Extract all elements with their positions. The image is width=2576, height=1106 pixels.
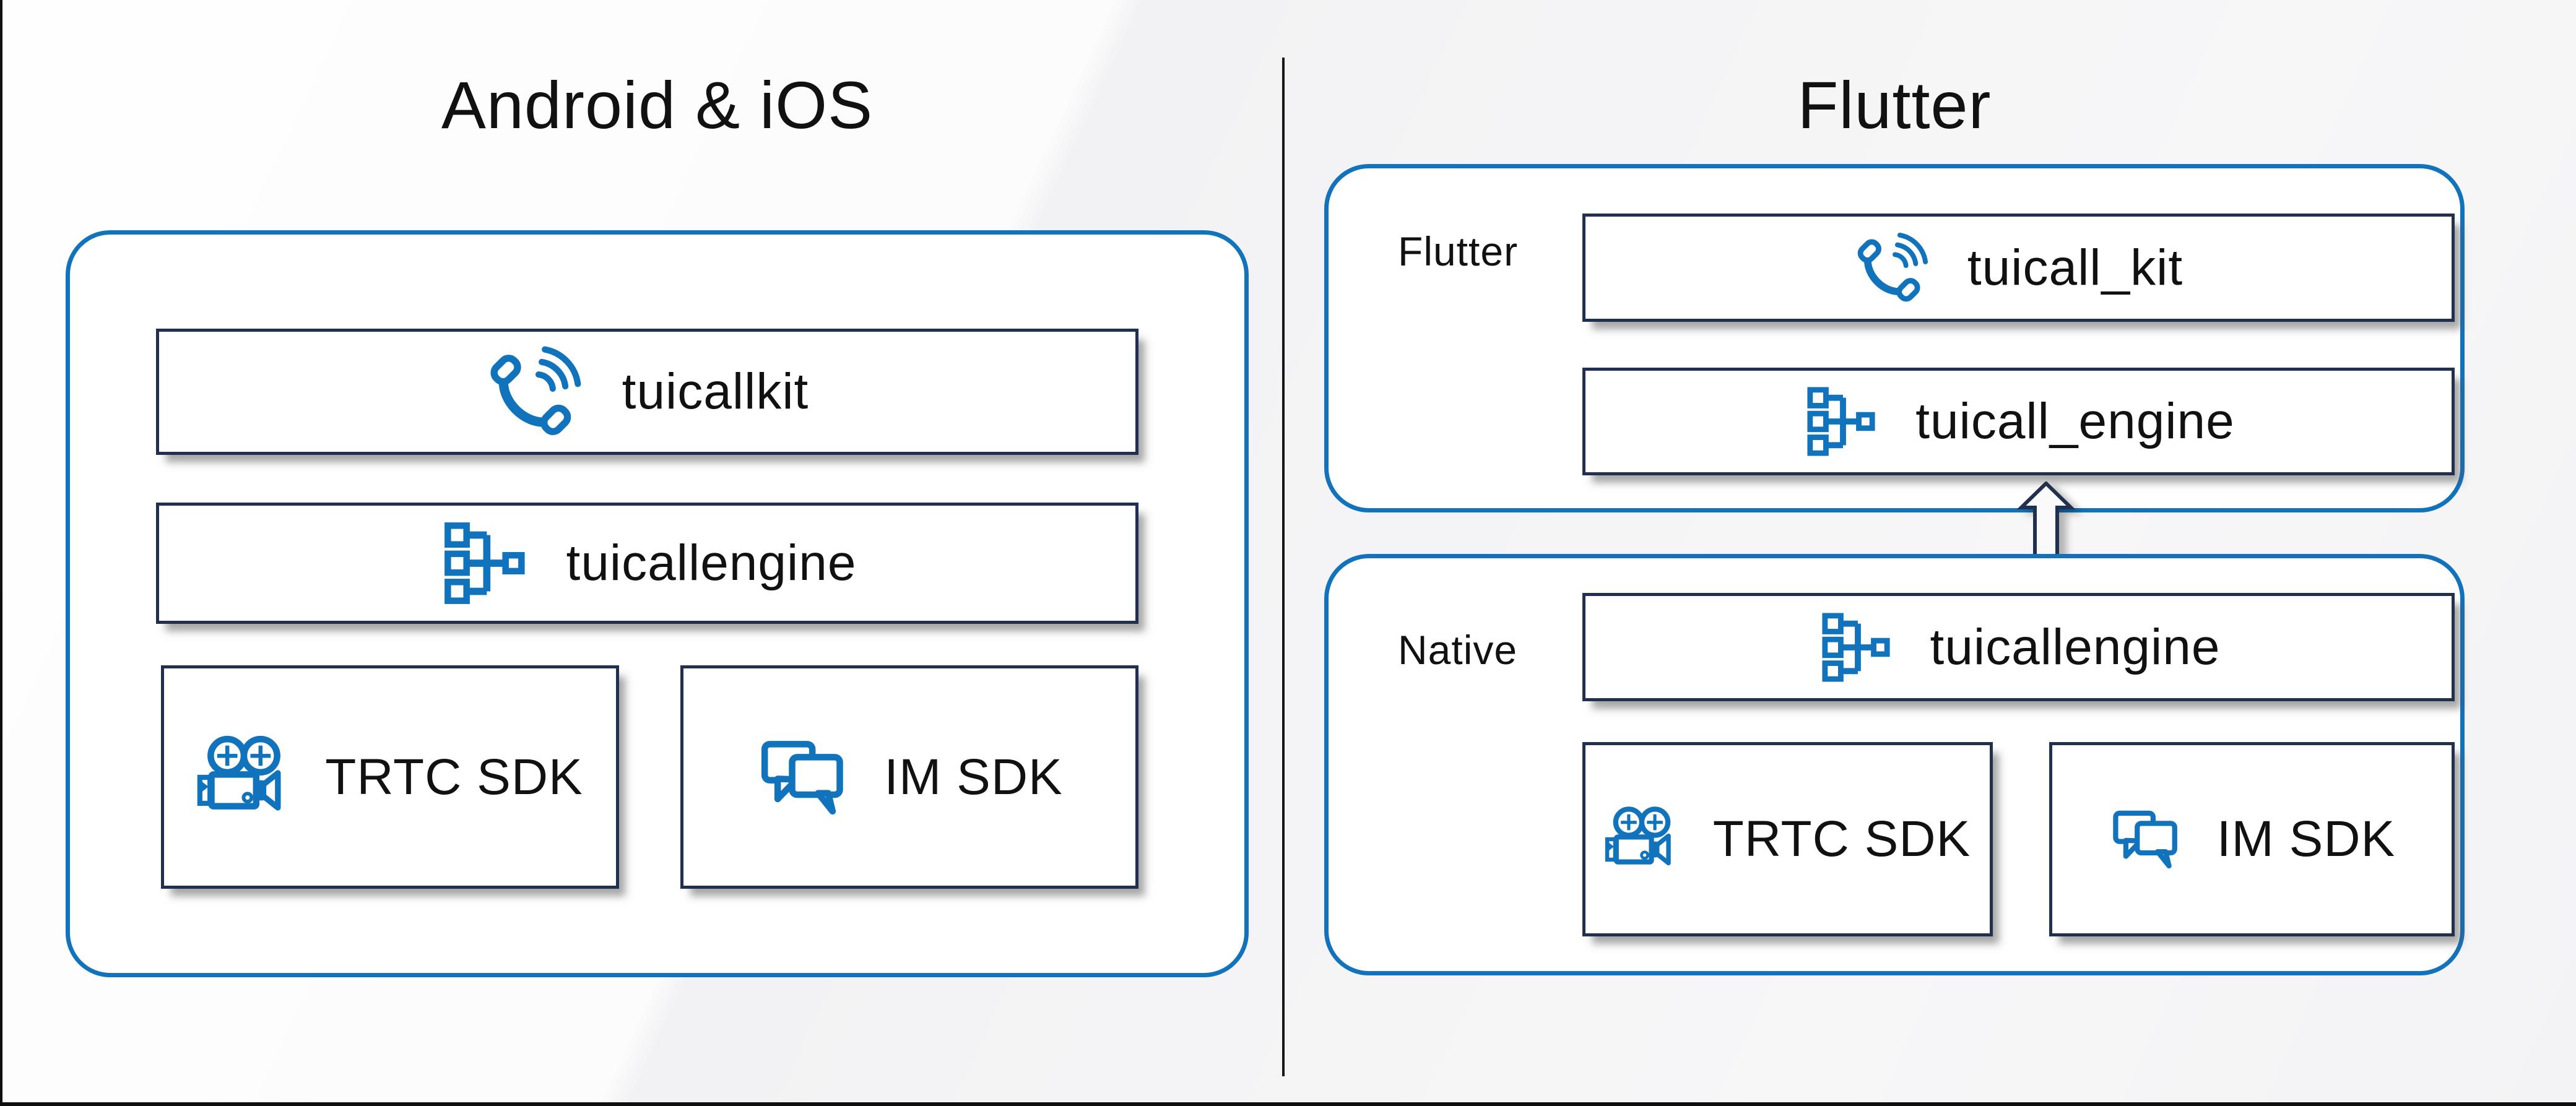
im-sdk-native-box: IM SDK <box>2049 742 2455 936</box>
image-frame-bottom-edge <box>0 1102 2576 1106</box>
module-tree-icon <box>438 520 532 607</box>
tuicallengine-box: tuicallengine <box>156 503 1138 624</box>
tuicallengine-native-box: tuicallengine <box>1582 593 2455 701</box>
module-tree-icon <box>1802 385 1881 458</box>
video-camera-icon <box>197 734 291 821</box>
box-label: tuicallkit <box>622 363 809 420</box>
image-frame-left-edge <box>0 0 2 1106</box>
box-label: tuicallengine <box>566 535 857 591</box>
box-label: TRTC SDK <box>1712 811 1971 867</box>
left-section-title: Android & iOS <box>441 67 874 142</box>
box-label: tuicall_kit <box>1967 239 2184 296</box>
box-label: IM SDK <box>2216 811 2396 867</box>
box-label: TRTC SDK <box>325 748 583 805</box>
box-label: IM SDK <box>884 748 1063 805</box>
chat-bubbles-icon <box>2109 805 2183 873</box>
chat-bubbles-icon <box>756 734 850 821</box>
trtc-sdk-box: TRTC SDK <box>161 665 619 889</box>
video-camera-icon <box>1605 805 1679 873</box>
module-tree-icon <box>1817 611 1896 684</box>
box-label: tuicallengine <box>1930 618 2221 675</box>
trtc-sdk-native-box: TRTC SDK <box>1582 742 1993 936</box>
right-section-title: Flutter <box>1797 67 1992 142</box>
im-sdk-box: IM SDK <box>680 665 1138 889</box>
tuicallkit-box: tuicallkit <box>156 329 1138 455</box>
phone-call-icon <box>1854 231 1933 305</box>
box-label: tuicall_engine <box>1915 393 2235 449</box>
native-group-label: Native <box>1398 627 1518 673</box>
phone-call-icon <box>486 345 588 439</box>
flutter-group-label: Flutter <box>1398 228 1519 274</box>
tuicall-kit-box: tuicall_kit <box>1582 214 2455 322</box>
tuicall-engine-box: tuicall_engine <box>1582 368 2455 475</box>
section-divider-line <box>1282 58 1285 1076</box>
